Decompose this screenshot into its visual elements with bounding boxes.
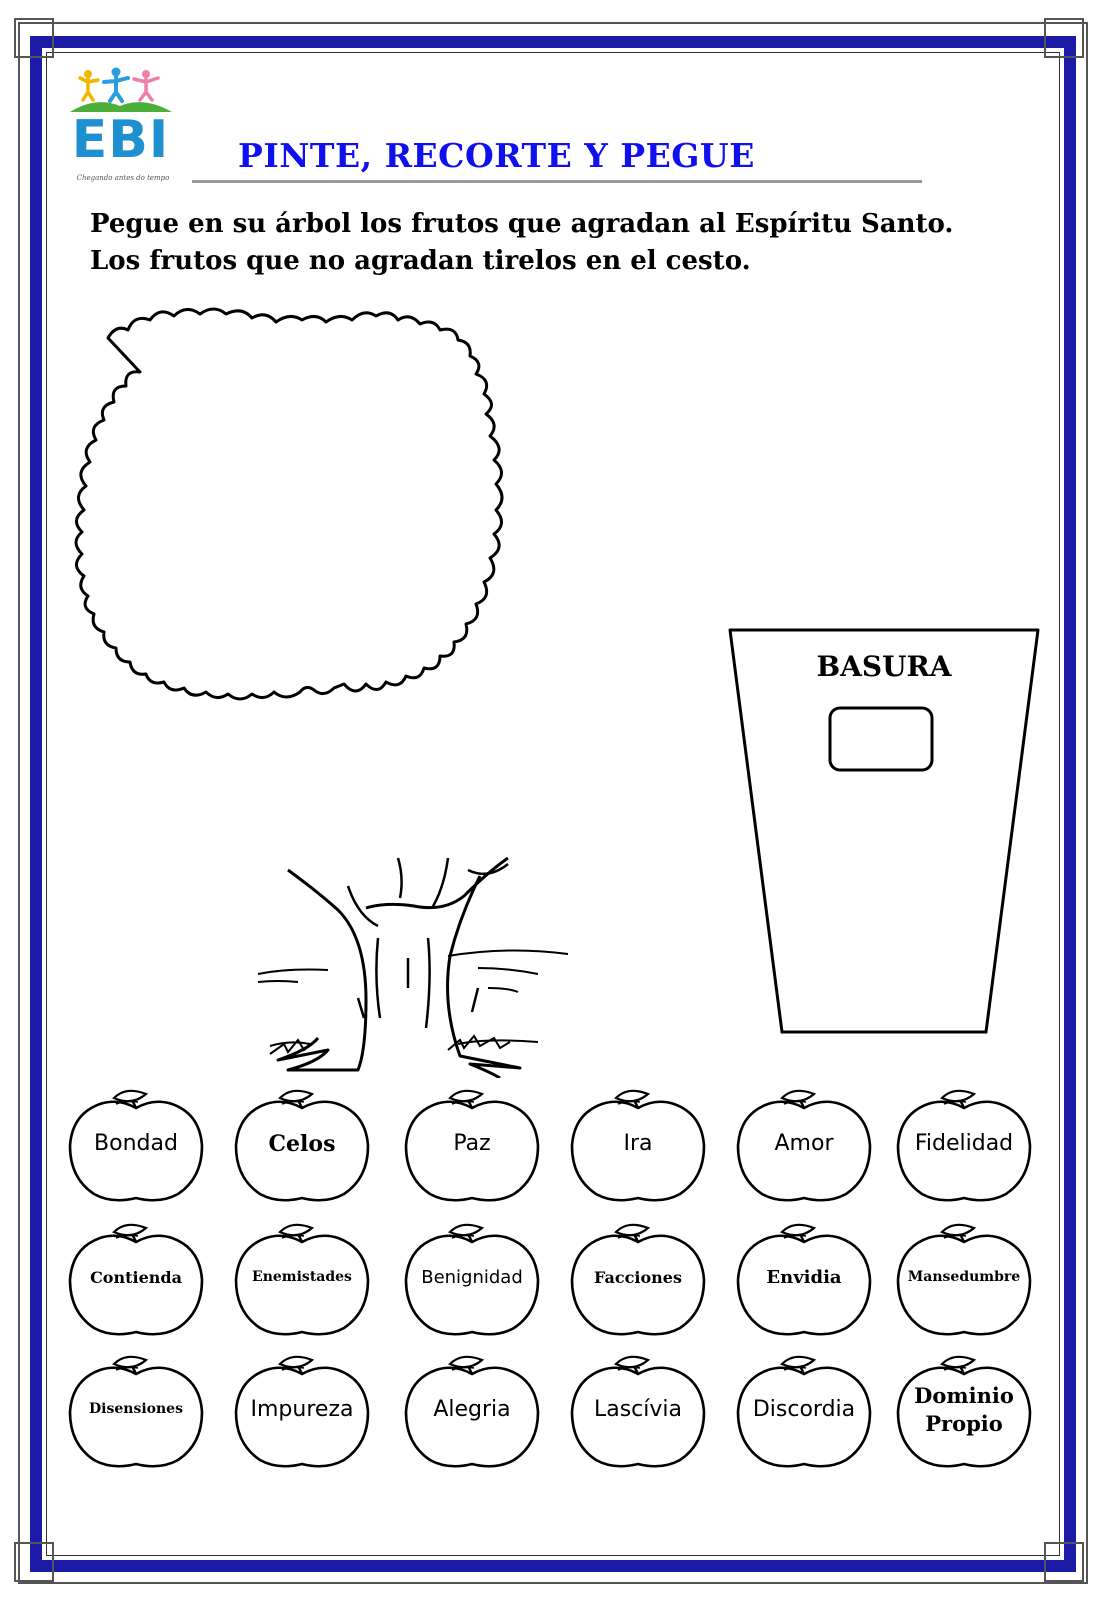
page-frame-inner [46,52,1060,1556]
apple-cutout: Dominio Propio [894,1354,1034,1472]
tree-illustration [74,307,569,1078]
leaf-icon [112,1089,149,1103]
apple-outline-icon [736,1223,872,1336]
apple-label: Lascívia [593,1397,683,1422]
apple-label: Disensiones [89,1401,183,1417]
apple-cutout: Impureza [232,1354,372,1472]
leaf-icon [112,1355,149,1369]
apple-outline-icon [234,1355,370,1468]
apple-cutout: Facciones [568,1222,708,1340]
apple-outline-icon [570,1355,706,1468]
apple-cutout: Contienda [66,1222,206,1340]
apple-cutout: Ira [568,1088,708,1206]
apple-outline-icon [404,1355,540,1468]
apple-outline-icon [736,1355,872,1468]
apple-cutout: Amor [734,1088,874,1206]
children-figures-icon [70,67,172,112]
apple-outline-icon [570,1223,706,1336]
frame-corner-top-right [1044,18,1084,58]
apple-outline-icon [896,1223,1032,1336]
frame-corner-bottom-left [14,1542,54,1582]
apple-label: Envidia [766,1267,842,1288]
apple-cutout: Lascívia [568,1354,708,1472]
basket-handle [828,706,934,772]
leaf-icon [448,1089,485,1103]
apple-outline-icon [736,1089,872,1202]
apple-label: Celos [268,1131,336,1157]
apple-label: Discordia [752,1397,856,1422]
apple-cutout: Disensiones [66,1354,206,1472]
apple-cutout: Bondad [66,1088,206,1206]
frame-corner-top-left [14,18,54,58]
apple-outline-icon [896,1089,1032,1202]
apple-cutout: Paz [402,1088,542,1206]
apple-outline-icon [68,1355,204,1468]
leaf-icon [278,1355,315,1369]
apple-outline-icon [404,1089,540,1202]
leaf-icon [448,1223,485,1237]
trash-basket [728,628,1040,1034]
apple-label: Impureza [250,1397,354,1422]
page-title: PINTE, RECORTE Y PEGUE [238,136,755,175]
apple-label: Alegria [433,1397,511,1422]
leaf-icon [780,1223,817,1237]
apple-label: Fidelidad [914,1131,1014,1156]
apple-cutout: Alegria [402,1354,542,1472]
basket-label: BASURA [816,650,952,683]
apple-outline-icon [234,1223,370,1336]
apple-outline-icon [234,1089,370,1202]
apple-outline-icon [896,1355,1032,1468]
apple-cutout: Discordia [734,1354,874,1472]
page-frame-outer [18,22,1088,1584]
title-underline [192,180,922,183]
ebi-logo: EBI Chegando antes do tempo [68,66,178,191]
apple-outline-icon [68,1089,204,1202]
apple-label: Ira [623,1131,653,1156]
leaf-icon [614,1355,651,1369]
leaf-icon [278,1223,315,1237]
apple-label: Facciones [594,1268,682,1287]
leaf-icon [614,1223,651,1237]
apple-cutout: Enemistades [232,1222,372,1340]
apple-outline-icon [404,1223,540,1336]
leaf-icon [940,1089,977,1103]
leaf-icon [940,1223,977,1237]
frame-corner-bottom-right [1044,1542,1084,1582]
leaf-icon [278,1089,315,1103]
leaf-icon [780,1355,817,1369]
apple-label: Bondad [94,1131,178,1156]
instruction-line-2: Los frutos que no agradan tirelos en el … [90,246,751,276]
leaf-icon [112,1223,149,1237]
apple-cutout: Envidia [734,1222,874,1340]
apple-outline-icon [570,1089,706,1202]
apple-label: Paz [453,1131,491,1156]
apple-label: Amor [774,1131,834,1156]
apple-cutout: Benignidad [402,1222,542,1340]
apple-label: Mansedumbre [907,1269,1021,1285]
apple-label: Dominio Propio [914,1383,1014,1436]
leaf-icon [940,1355,977,1369]
leaf-icon [614,1089,651,1103]
apple-cutout: Fidelidad [894,1088,1034,1206]
apple-label: Benignidad [421,1267,523,1288]
apple-label: Contienda [90,1268,182,1287]
instruction-line-1: Pegue en su árbol los frutos que agradan… [90,209,954,239]
apple-cutout: Celos [232,1088,372,1206]
page-frame-blue [30,36,1076,1572]
apple-outline-icon [68,1223,204,1336]
apple-cutout: Mansedumbre [894,1222,1034,1340]
instructions: Pegue en su árbol los frutos que agradan… [90,206,953,280]
apple-label: Enemistades [252,1269,352,1285]
leaf-icon [780,1089,817,1103]
leaf-icon [448,1355,485,1369]
logo-text: EBI [71,110,170,170]
logo-tagline: Chegando antes do tempo [76,174,170,182]
